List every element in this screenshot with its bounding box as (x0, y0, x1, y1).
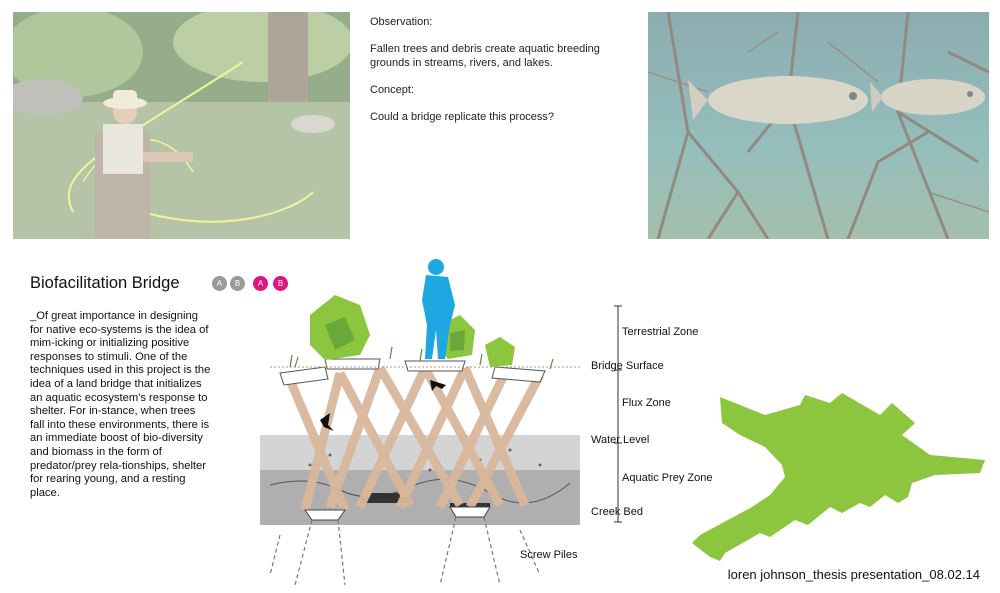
aquatic-prey-zone-label: Aquatic Prey Zone (622, 472, 713, 484)
description-paragraph: _Of great importance in designing for na… (30, 310, 211, 499)
badge-b-gray: B (230, 276, 245, 291)
terrestrial-zone-label: Terrestrial Zone (622, 326, 699, 338)
observation-panel: Observation: Fallen trees and debris cre… (370, 15, 630, 137)
bridge-section-diagram (250, 255, 590, 588)
zone-scale (610, 300, 630, 530)
concept-heading: Concept: (370, 84, 415, 96)
creek-bed-label: Creek Bed (591, 506, 643, 518)
badge-a-pink: A (253, 276, 268, 291)
bridge-surface-label: Bridge Surface (591, 360, 664, 372)
badge-b-pink: B (273, 276, 288, 291)
concept-text: Could a bridge replicate this process? (370, 111, 555, 123)
water-level-label: Water Level (591, 434, 650, 446)
screw-piles-label: Screw Piles (520, 549, 578, 561)
section-title: Biofacilitation Bridge (30, 274, 180, 292)
presentation-signature: loren johnson_thesis presentation_08.02.… (727, 567, 980, 582)
site-plan-shape (680, 385, 990, 565)
fisherman-photo (13, 12, 350, 239)
observation-text: Fallen trees and debris create aquatic b… (370, 43, 600, 69)
fish-photo (648, 12, 989, 239)
observation-heading: Observation: (370, 16, 433, 28)
badge-a-gray: A (212, 276, 227, 291)
flux-zone-label: Flux Zone (622, 397, 671, 409)
